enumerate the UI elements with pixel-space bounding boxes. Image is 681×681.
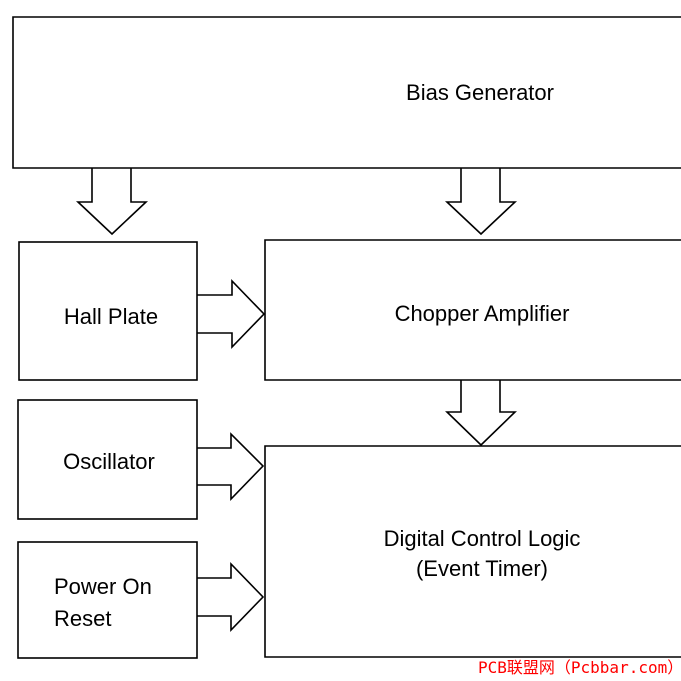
oscillator-block <box>17 399 198 520</box>
watermark-text: PCB联盟网（Pcbbar.com） <box>478 658 681 677</box>
bias-generator-label: Bias Generator <box>406 80 554 105</box>
arrow-bias-to-hall-plate <box>75 168 149 236</box>
arrow-hall-to-chopper <box>197 279 266 349</box>
oscillator-label: Oscillator <box>63 449 155 474</box>
digital-control-logic-label-line2: (Event Timer) <box>416 556 548 581</box>
digital-control-logic-block <box>264 445 681 658</box>
chopper-amplifier-label: Chopper Amplifier <box>395 301 570 326</box>
power-on-reset-label-line1: Power On <box>54 574 152 599</box>
arrow-chopper-to-digital <box>445 380 517 447</box>
power-on-reset-label-line2: Reset <box>54 606 111 631</box>
hall-plate-label: Hall Plate <box>64 304 158 329</box>
digital-control-logic-label-line1: Digital Control Logic <box>384 526 581 551</box>
bias-generator-block <box>12 16 681 169</box>
chopper-amplifier-block <box>264 239 681 381</box>
arrow-oscillator-to-digital <box>197 432 265 501</box>
arrow-reset-to-digital <box>197 562 265 632</box>
hall-plate-block <box>18 241 198 381</box>
arrow-bias-to-chopper <box>444 168 518 236</box>
power-on-reset-block <box>17 541 198 659</box>
